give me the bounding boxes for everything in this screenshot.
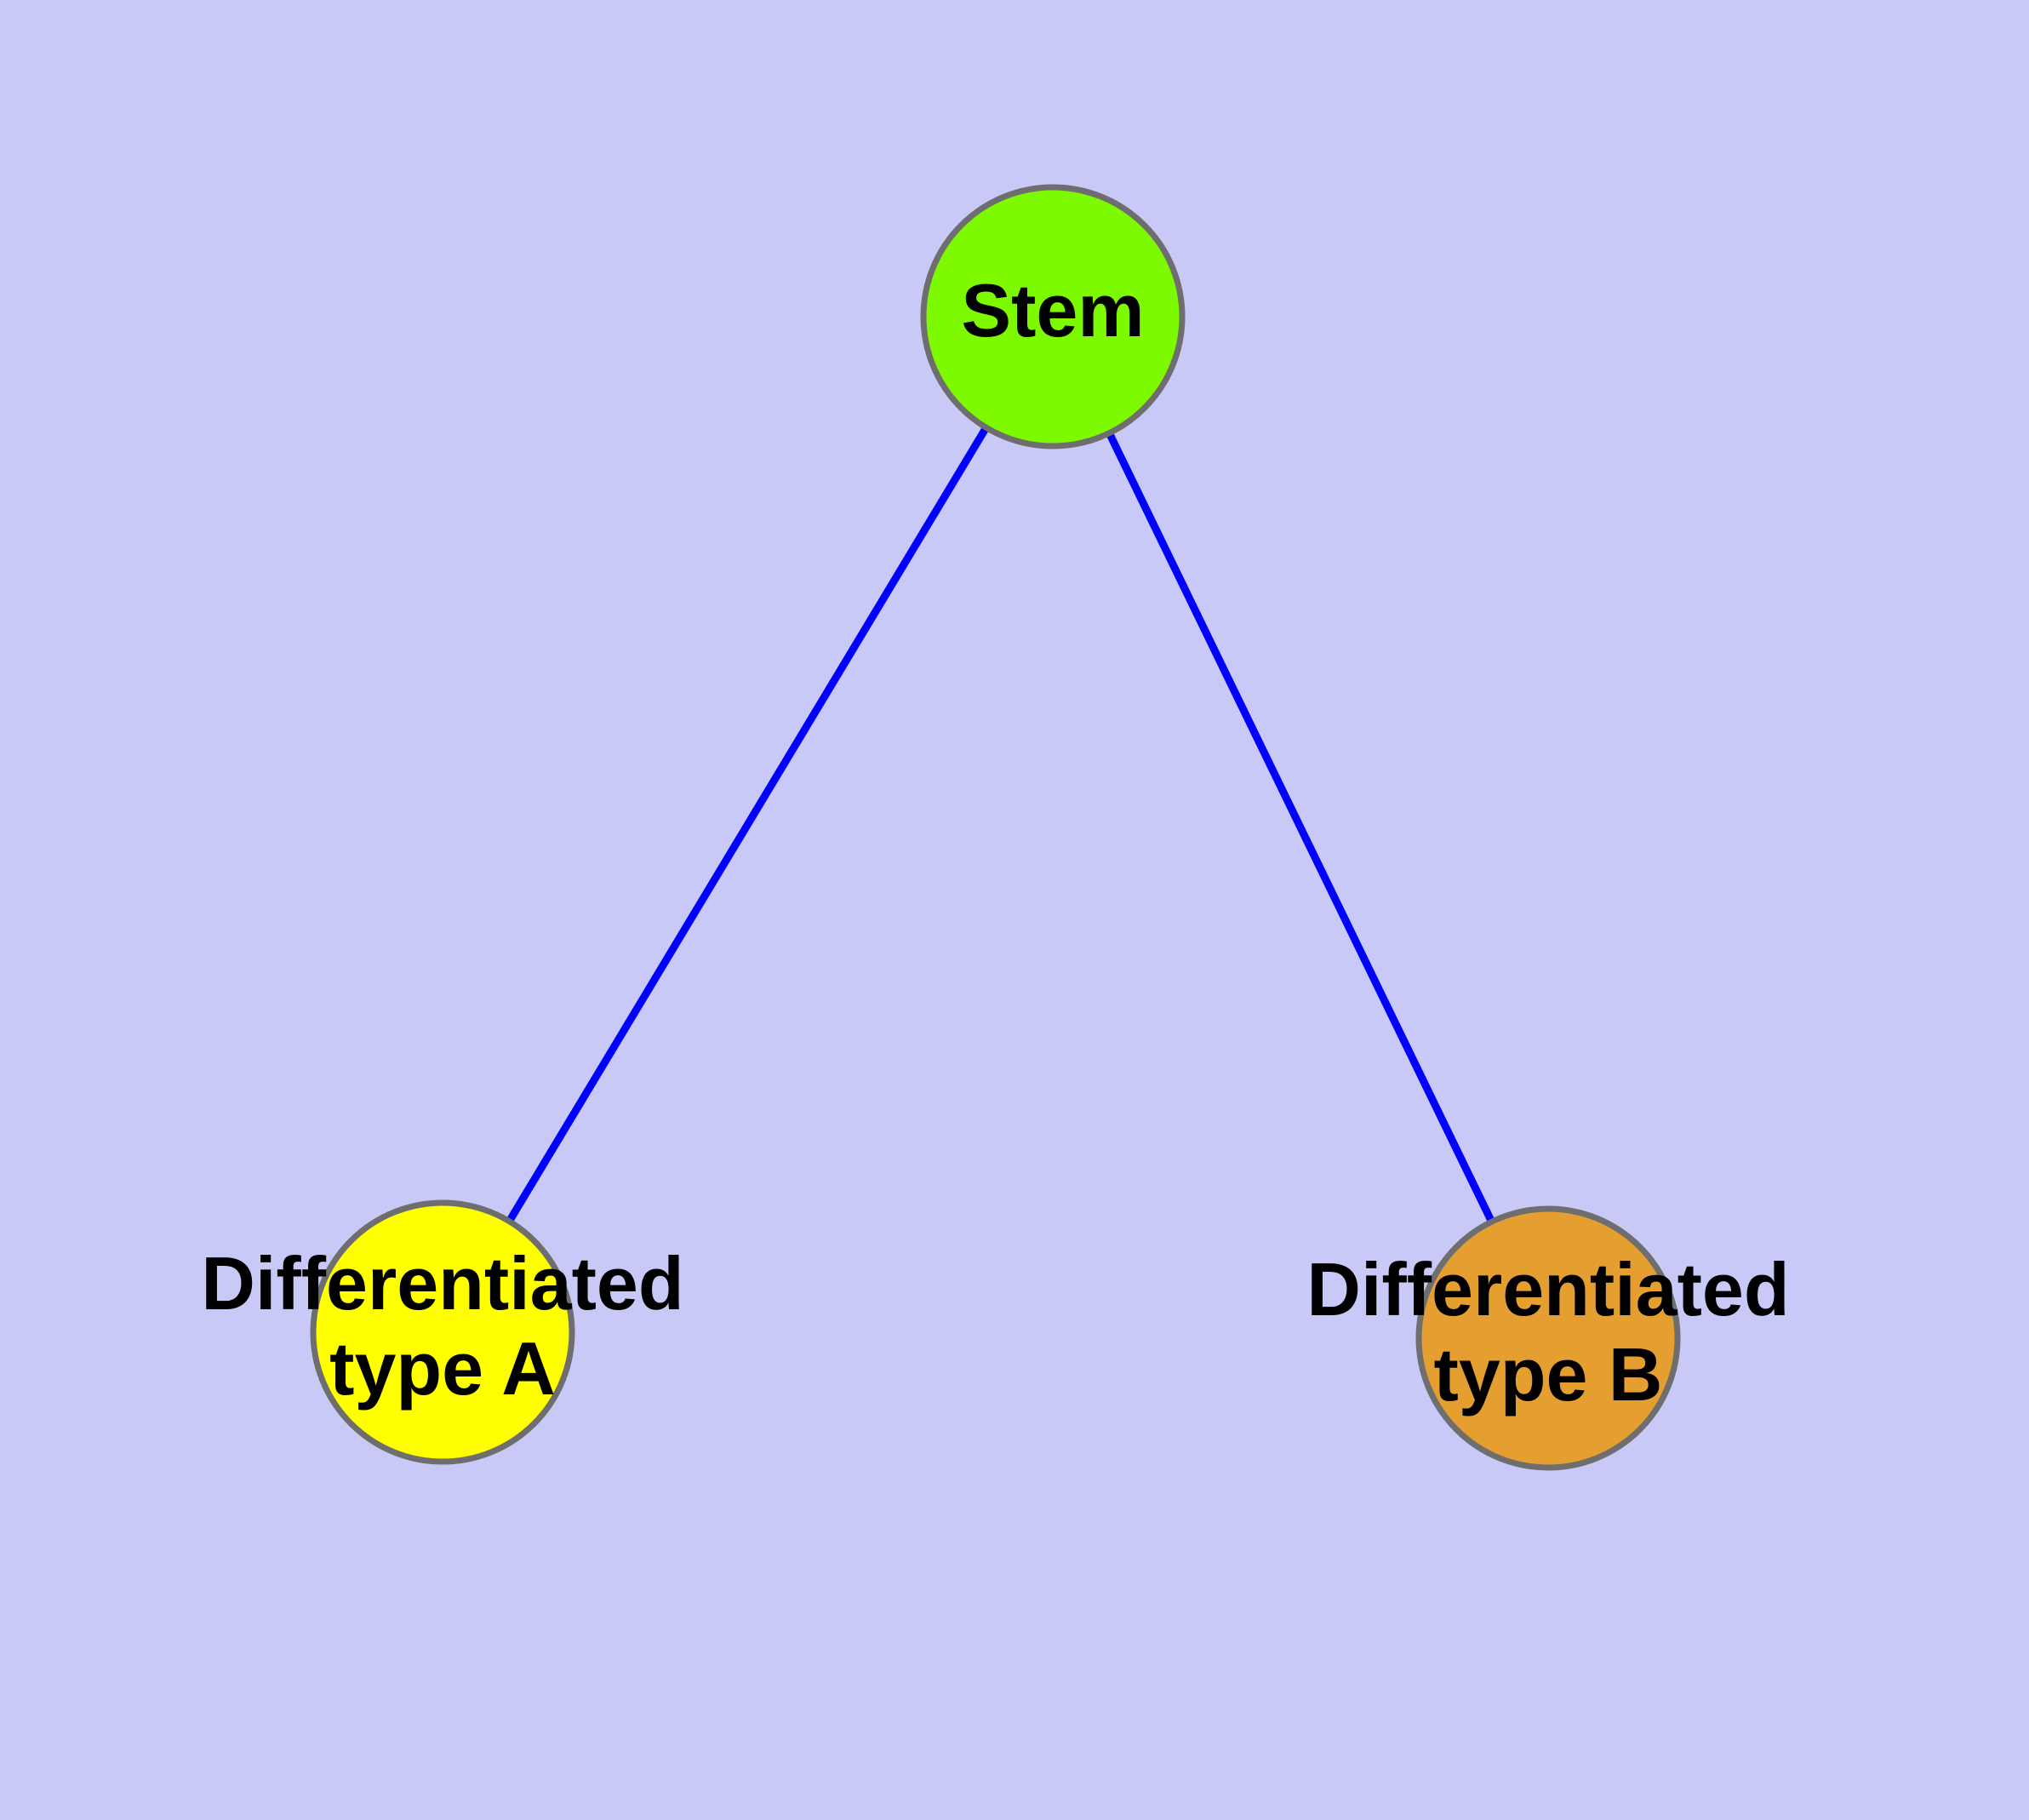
nodes-group xyxy=(310,184,1681,1471)
node-differentiated-type-b[interactable] xyxy=(1415,1205,1681,1471)
node-differentiated-type-a[interactable] xyxy=(310,1199,575,1465)
node-circle-differentiated-type-a[interactable] xyxy=(310,1199,575,1465)
node-circle-stem[interactable] xyxy=(920,184,1186,449)
node-circle-differentiated-type-b[interactable] xyxy=(1415,1205,1681,1471)
node-label-line: type B xyxy=(1434,1332,1663,1417)
node-label-line: type A xyxy=(329,1326,556,1411)
node-label-line: Differentiated xyxy=(1306,1247,1789,1331)
edges-group xyxy=(504,422,1497,1227)
edge-stem-to-differentiated-type-b[interactable] xyxy=(1104,428,1497,1227)
edge-stem-to-differentiated-type-a[interactable] xyxy=(504,422,992,1227)
node-label-line: Differentiated xyxy=(201,1241,683,1325)
node-label-line: Stem xyxy=(961,268,1144,352)
node-stem[interactable] xyxy=(920,184,1186,449)
node-label-stem: Stem xyxy=(961,268,1144,352)
